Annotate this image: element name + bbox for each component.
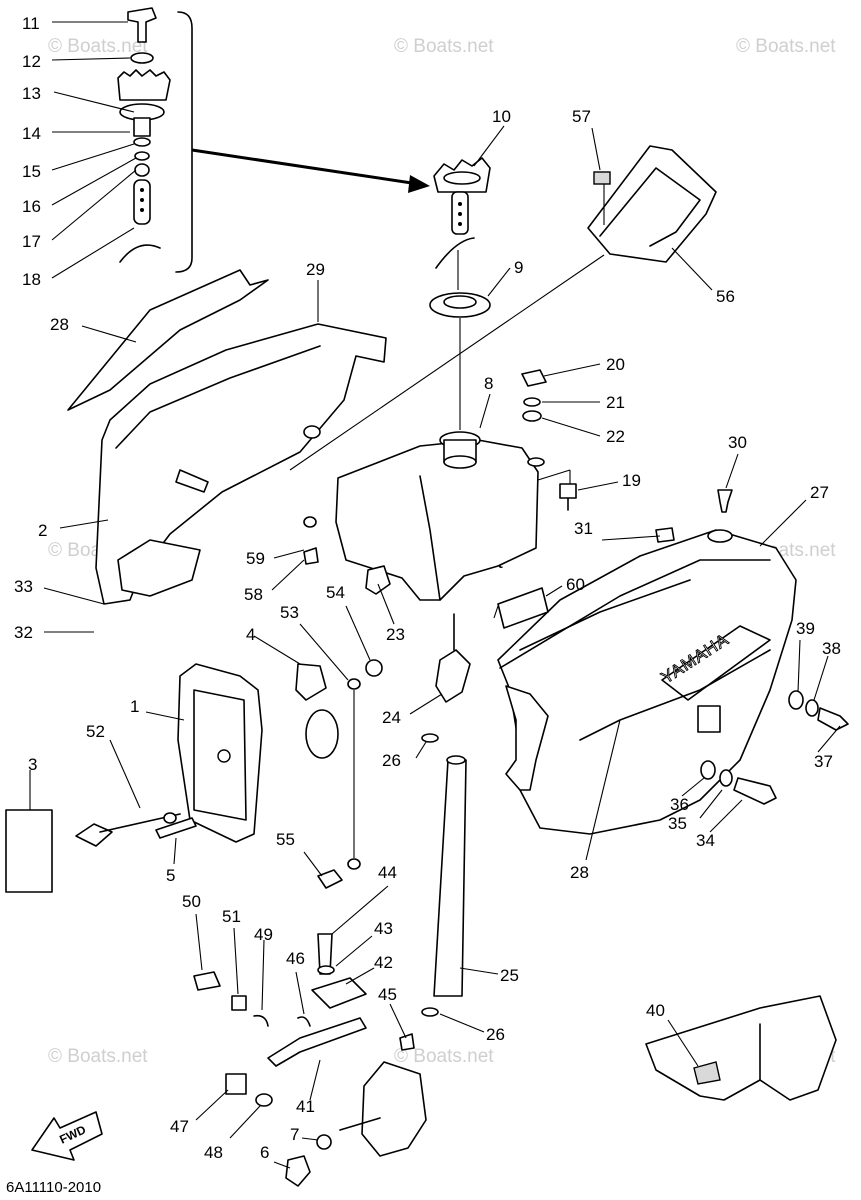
callout-27: 27 [810,483,829,502]
fwd-arrow: FWD [31,1111,103,1161]
callout-2: 2 [38,521,47,540]
callout-14: 14 [22,124,41,143]
callout-48: 48 [204,1143,223,1162]
fuel-cock [303,516,471,703]
callout-60: 60 [566,575,585,594]
callout-10: 10 [492,107,511,126]
fuel-hose [421,733,467,1017]
hardware-19-22 [521,369,577,511]
callout-42: 42 [374,953,393,972]
callout-17: 17 [22,232,41,251]
fuel-cap-assembly [429,157,491,430]
callout-41: 41 [296,1097,315,1116]
callout-32: 32 [14,623,33,642]
callout-18: 18 [22,270,41,289]
callout-15: 15 [22,162,41,181]
callout-8: 8 [484,374,493,393]
callout-57: 57 [572,107,591,126]
callout-35: 35 [668,814,687,833]
callout-36: 36 [670,795,689,814]
callout-49: 49 [254,925,273,944]
detail-inset-bracket [175,11,430,273]
carb-linkage [193,933,427,1187]
callout-23: 23 [386,625,405,644]
callout-13: 13 [22,84,41,103]
callout-31: 31 [574,519,593,538]
callout-45: 45 [378,985,397,1004]
watermark-3: © Boats.net [736,36,836,57]
callout-40: 40 [646,1001,665,1020]
callout-55: 55 [276,830,295,849]
callout-numbers: 11 12 13 14 15 16 17 18 10 57 9 56 29 28… [14,14,841,1162]
callout-7: 7 [290,1125,299,1144]
callout-54: 54 [326,583,345,602]
callout-6: 6 [260,1143,269,1162]
callout-25: 25 [500,966,519,985]
watermark-1: © Boats.net [48,36,148,57]
callout-20: 20 [606,355,625,374]
watermark-7: © Boats.net [394,1046,494,1067]
callout-53: 53 [280,603,299,622]
callout-50: 50 [182,892,201,911]
cowling-hardware [700,489,849,805]
callout-1: 1 [130,697,139,716]
callout-52: 52 [86,722,105,741]
callout-46: 46 [286,949,305,968]
callout-51: 51 [222,907,241,926]
cap-detail-parts [117,7,171,263]
callout-37: 37 [814,752,833,771]
callout-11: 11 [22,14,40,33]
leader-lines [29,21,841,1169]
callout-22: 22 [606,427,625,446]
lower-left-parts [5,659,383,893]
callout-16: 16 [22,197,41,216]
callout-58: 58 [244,585,263,604]
callout-4: 4 [246,625,255,644]
decal-upper [67,269,269,411]
callout-21: 21 [606,393,625,412]
bracket-40 [645,995,837,1101]
callout-5: 5 [166,866,175,885]
callout-28-upper: 28 [50,315,69,334]
callout-43: 43 [374,919,393,938]
fuel-tank [335,431,571,601]
cover-29 [95,323,387,605]
callout-28-lower: 28 [570,863,589,882]
callout-9: 9 [514,258,523,277]
callout-24: 24 [382,708,401,727]
watermark-2: © Boats.net [394,36,494,57]
bracket-56 [289,145,717,471]
callout-39: 39 [796,619,815,638]
callout-30: 30 [728,433,747,452]
decal-60 [497,587,549,629]
callout-33: 33 [14,577,33,596]
callout-59: 59 [246,549,265,568]
watermark-6: © Boats.net [48,1046,148,1067]
callout-29: 29 [306,260,325,279]
callout-19: 19 [622,471,641,490]
top-cowling: YAMAHA [497,527,797,835]
callout-3: 3 [28,755,37,774]
callout-56: 56 [716,287,735,306]
callout-26-lower: 26 [486,1025,505,1044]
callout-26-upper: 26 [382,751,401,770]
callout-44: 44 [378,863,397,882]
callout-12: 12 [22,52,41,71]
callout-34: 34 [696,831,715,850]
callout-38: 38 [822,639,841,658]
diagram-code: 6A11110-2010 [6,1179,101,1196]
callout-47: 47 [170,1117,189,1136]
